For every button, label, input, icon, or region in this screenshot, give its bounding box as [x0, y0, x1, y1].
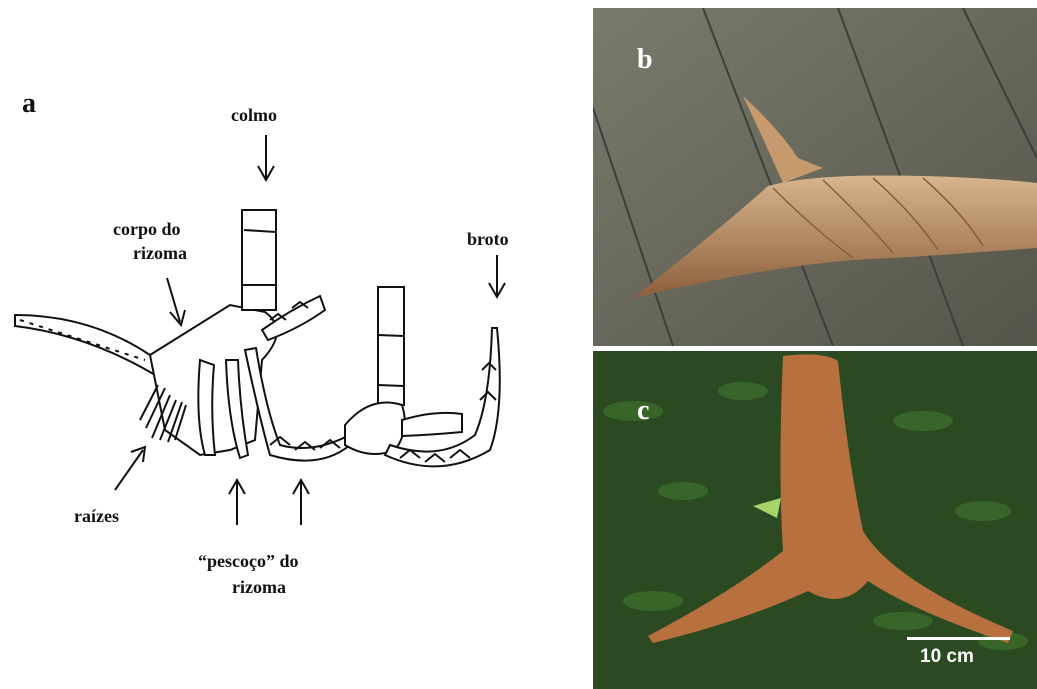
label-pescoco-line1: “pescoço” do	[198, 550, 299, 572]
scale-bar	[907, 637, 1010, 640]
scale-label: 10 cm	[920, 646, 974, 668]
rhizome-diagram-panel: a	[0, 0, 590, 689]
label-colmo: colmo	[231, 104, 277, 126]
label-raizes: raízes	[74, 505, 119, 527]
label-broto: broto	[467, 228, 509, 250]
shoot-photo: b	[593, 8, 1037, 346]
label-pescoco-line2: rizoma	[232, 576, 286, 598]
panel-c-letter: c	[637, 395, 649, 427]
label-corpo-line1: corpo do	[113, 218, 181, 240]
shoot-photo-image	[593, 8, 1037, 346]
label-corpo-line2: rizoma	[133, 242, 187, 264]
rhizome-drawing	[0, 0, 590, 689]
panel-b-letter: b	[637, 44, 653, 76]
